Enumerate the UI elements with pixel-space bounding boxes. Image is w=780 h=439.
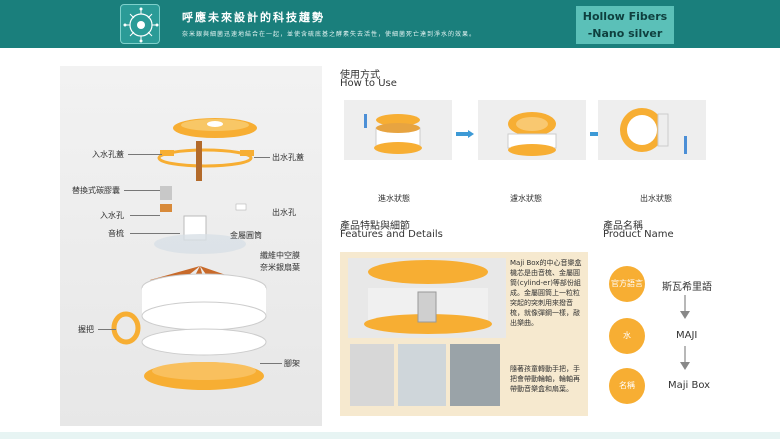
use-step-caption-3: 出水狀態 — [640, 194, 672, 203]
arrow-down-icon — [680, 346, 690, 370]
tech-badge-line2: -Nano silver — [587, 27, 663, 40]
leader-line — [130, 233, 180, 234]
mechanism-photo-3 — [450, 344, 500, 406]
name-maji-box: Maji Box — [668, 380, 711, 391]
exploded-view-panel: 入水孔蓋 出水孔蓋 替換式碳膠囊 入水孔 出水孔 音梳 金屬圓筒 纖維中空膜 奈… — [60, 66, 322, 426]
music-box-photo — [348, 258, 506, 338]
product-name-title-en: Product Name — [603, 229, 674, 240]
label-capsule: 替換式碳膠囊 — [72, 186, 120, 195]
features-panel: Maji Box的中心音樂盒機芯是由音梳、金屬圓筒(cylind-er)等部份組… — [340, 252, 588, 416]
name-swahili: 斯瓦希里語 — [662, 282, 712, 293]
label-cylinder: 金屬圓筒 — [230, 231, 262, 240]
use-step-image-1 — [344, 100, 452, 160]
page-subtitle: 奈米銀與細菌迅速地結合在一起，並使含硫底基之酵素失去活性，使細菌死亡達到淨水的效… — [182, 31, 477, 38]
circuit-logo-icon — [120, 4, 160, 44]
tech-badge: Hollow Fibers -Nano silver — [576, 6, 674, 44]
features-title-en: Features and Details — [340, 229, 443, 240]
label-outlet: 出水孔 — [272, 208, 296, 217]
tech-badge-line1: Hollow Fibers — [582, 10, 668, 23]
label-blade: 奈米銀扇葉 — [260, 263, 300, 272]
label-comb: 音梳 — [108, 229, 124, 238]
badge-official-language: 官方語言 — [609, 266, 645, 302]
leader-line — [124, 190, 160, 191]
leader-line — [254, 157, 270, 158]
page-title: 呼應未來設計的科技趨勢 — [182, 11, 325, 24]
name-maji: MAJI — [676, 330, 698, 341]
badge-name: 名稱 — [609, 368, 645, 404]
use-step-caption-1: 進水狀態 — [378, 194, 410, 203]
leader-line — [98, 329, 116, 330]
badge-water: 水 — [609, 318, 645, 354]
features-title-zh: 產品特點與細節 — [340, 221, 410, 232]
label-stand: 腳架 — [284, 359, 300, 368]
mechanism-photo-2 — [398, 344, 446, 406]
footer-strip — [0, 432, 780, 439]
arrow-down-icon — [680, 295, 690, 319]
use-step-image-2 — [478, 100, 586, 160]
product-name-title-zh: 產品名稱 — [603, 221, 643, 232]
leader-line — [128, 154, 162, 155]
arrow-right-icon — [456, 130, 474, 138]
label-inlet: 入水孔 — [100, 211, 124, 220]
how-to-use-title-en: How to Use — [340, 78, 397, 89]
features-paragraph-2: 隨著孩童轉動手把，手把會帶動輪軸，輪軸再帶動音樂盒和扇葉。 — [510, 365, 580, 393]
label-membrane: 纖維中空膜 — [260, 251, 300, 260]
use-step-image-3 — [598, 100, 706, 160]
use-step-caption-2: 濾水狀態 — [510, 194, 542, 203]
label-inlet-cap: 入水孔蓋 — [92, 150, 124, 159]
leader-line — [130, 215, 160, 216]
label-outlet-cap: 出水孔蓋 — [272, 153, 304, 162]
header-bar: 呼應未來設計的科技趨勢 奈米銀與細菌迅速地結合在一起，並使含硫底基之酵素失去活性… — [0, 0, 780, 48]
leader-line — [260, 363, 282, 364]
label-handle: 握把 — [78, 325, 94, 334]
how-to-use-title-zh: 使用方式 — [340, 70, 380, 81]
exploded-view-illustration — [111, 118, 267, 390]
features-paragraph-1: Maji Box的中心音樂盒機芯是由音梳、金屬圓筒(cylind-er)等部份組… — [510, 259, 582, 327]
mechanism-photo-1 — [350, 344, 394, 406]
